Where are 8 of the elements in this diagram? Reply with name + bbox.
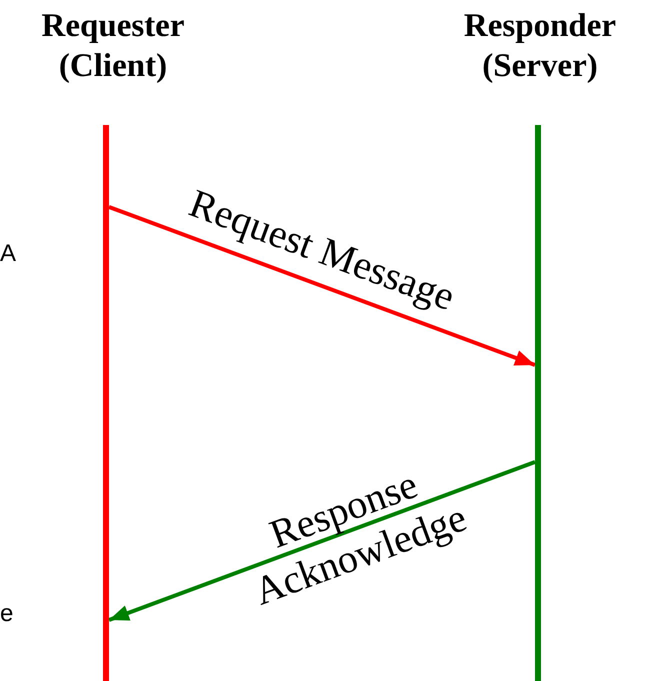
lifeline-bar [535,125,541,681]
text-fragment: A [0,240,16,268]
lifeline-bar [103,125,109,681]
lifeline-heading: Requester (Client) [3,6,223,86]
message-arrow [108,460,536,622]
lifeline-heading: Responder (Server) [430,6,650,86]
message-arrow [108,205,536,367]
text-fragment: e [0,600,14,628]
